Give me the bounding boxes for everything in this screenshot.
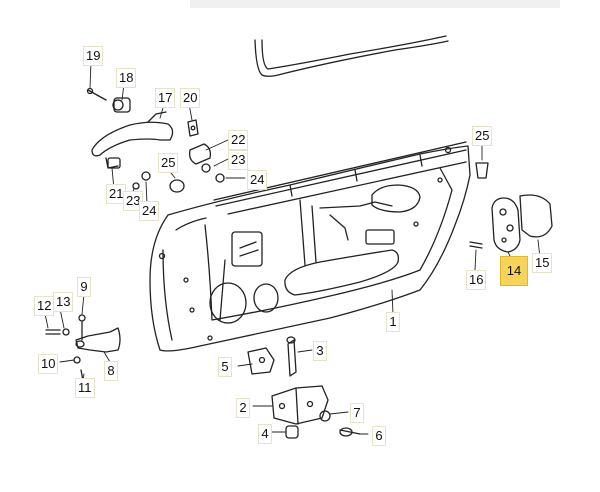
part-19-rod [86,87,107,101]
outer-handle [91,111,174,169]
part-3-bolt [286,336,297,377]
callout-22[interactable]: 22 [228,130,249,150]
hinge-2 [271,385,329,425]
window-frame [254,35,449,77]
callout-14[interactable]: 14 [500,256,528,286]
part-6-screw [339,427,361,437]
door-shell [149,141,471,352]
callout-4[interactable]: 4 [258,424,272,444]
callout-5[interactable]: 5 [218,357,232,377]
part-7-washer [319,410,331,422]
part-20 [187,119,199,137]
callout-13[interactable]: 13 [53,292,74,312]
callout-9[interactable]: 9 [77,277,91,297]
part-25-left [169,179,185,193]
top-scroll-strip [190,0,560,8]
part-18-cylinder [112,97,131,113]
callout-18[interactable]: 18 [116,68,137,88]
callout-11[interactable]: 11 [75,378,95,398]
part-22-bracket [188,143,212,165]
part-25-right [475,162,489,179]
part-4-bush [285,425,299,439]
door-inner-frame [183,167,453,341]
callout-3[interactable]: 3 [313,341,327,361]
part-15-gasket [519,194,553,238]
callout-25-left[interactable]: 25 [158,153,179,173]
callout-23-top[interactable]: 23 [228,150,249,170]
callout-10[interactable]: 10 [38,354,59,374]
callout-1[interactable]: 1 [386,312,400,332]
callout-15[interactable]: 15 [532,253,553,273]
callout-17[interactable]: 17 [155,88,176,108]
callout-2[interactable]: 2 [236,398,250,418]
callout-21[interactable]: 21 [106,184,127,204]
part-16-bolt [469,241,483,249]
callout-12[interactable]: 12 [34,296,55,316]
callout-6[interactable]: 6 [372,426,386,446]
callout-25-right[interactable]: 25 [472,126,493,146]
callout-19[interactable]: 19 [83,46,104,66]
callout-24-bottom[interactable]: 24 [139,201,160,221]
hinge-5 [247,347,275,375]
callout-20[interactable]: 20 [180,88,201,108]
small-fasteners [107,157,225,190]
callout-7[interactable]: 7 [350,403,364,423]
part-14-striker [491,197,521,253]
callout-23-bottom[interactable]: 23 [123,191,144,211]
callout-24-right[interactable]: 24 [247,170,268,190]
callout-16[interactable]: 16 [466,270,487,290]
leader-lines [42,61,541,435]
callout-8[interactable]: 8 [104,361,118,381]
